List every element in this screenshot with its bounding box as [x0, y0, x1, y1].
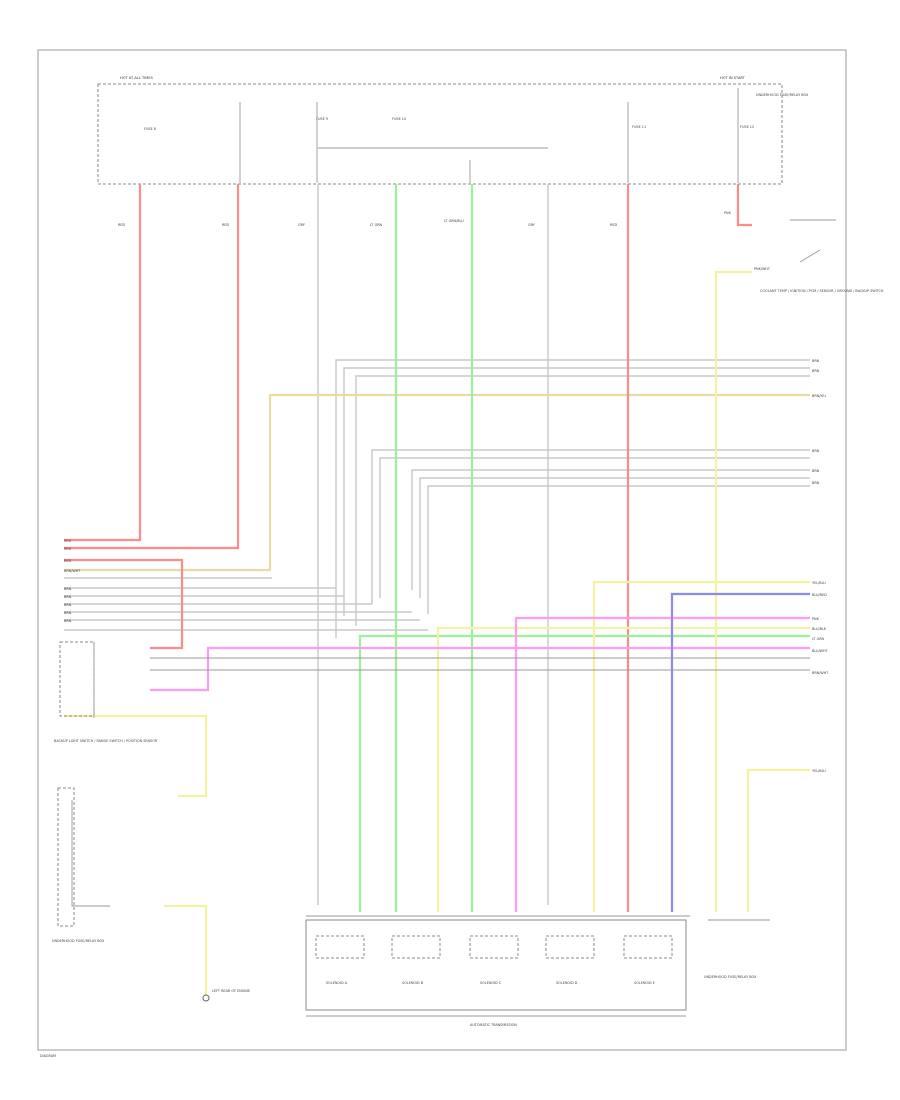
svg-text:LT GRN: LT GRN [370, 223, 383, 227]
solenoid-a: SOLENOID A [315, 935, 365, 985]
svg-text:BLU/BLK: BLU/BLK [812, 627, 827, 631]
svg-text:SOLENOID C: SOLENOID C [480, 981, 502, 985]
wire-blue [670, 592, 810, 912]
svg-text:BRN/WHT: BRN/WHT [64, 569, 81, 573]
right-wire-labels: PNK/WHT BRN BRN BRN/YEL BRN BRN BRN YEL/… [754, 267, 829, 773]
svg-text:BRN/YEL: BRN/YEL [812, 394, 827, 398]
solenoid-e: SOLENOID E [623, 935, 673, 985]
svg-text:BLU/WHT: BLU/WHT [812, 649, 829, 653]
svg-text:UNDERHOOD FUSE/RELAY BOX: UNDERHOOD FUSE/RELAY BOX [704, 975, 757, 979]
svg-text:BRN: BRN [64, 611, 72, 615]
svg-text:PNK: PNK [724, 211, 732, 215]
left-connector-labels: RED RED RED BRN/WHT BRN BRN BRN BRN BRN [64, 539, 81, 623]
svg-text:RED: RED [222, 223, 229, 227]
svg-text:AUTOMATIC TRANSMISSION: AUTOMATIC TRANSMISSION [470, 1023, 517, 1027]
svg-text:BRN: BRN [812, 449, 820, 453]
svg-text:BRN: BRN [64, 619, 72, 623]
svg-text:LT GRN/BLU: LT GRN/BLU [444, 219, 464, 223]
ground-point: LEFT REAR OF ENGINE [202, 989, 250, 1002]
svg-text:COOLANT TEMP / IGNITION / PCM: COOLANT TEMP / IGNITION / PCM / SENSOR /… [760, 289, 884, 293]
yellow-wires [64, 270, 810, 996]
top-wire-labels: RED RED GRY LT GRN LT GRN/BLU GRY RED PN… [118, 211, 732, 227]
magenta-wires [150, 616, 810, 912]
svg-text:RED: RED [610, 223, 617, 227]
svg-text:RED: RED [64, 547, 71, 551]
svg-text:SOLENOID E: SOLENOID E [634, 981, 655, 985]
svg-text:FUSE 11: FUSE 11 [632, 125, 646, 129]
svg-text:HOT IN START: HOT IN START [720, 76, 746, 80]
svg-text:BRN: BRN [812, 359, 820, 363]
diagram-border [37, 49, 847, 1051]
svg-text:BACKUP LIGHT SWITCH / RANGE SW: BACKUP LIGHT SWITCH / RANGE SWITCH / POS… [54, 739, 158, 743]
svg-text:SOLENOID B: SOLENOID B [402, 981, 424, 985]
svg-text:FUSE 10: FUSE 10 [392, 117, 406, 121]
svg-text:LT GRN: LT GRN [812, 637, 825, 641]
svg-text:BLU/RED: BLU/RED [812, 593, 827, 597]
svg-text:GRY: GRY [528, 223, 536, 227]
solenoid-d: SOLENOID D [545, 935, 595, 985]
svg-text:BRN: BRN [812, 481, 820, 485]
red-wires [64, 184, 752, 912]
svg-text:SOLENOID D: SOLENOID D [556, 981, 578, 985]
svg-text:UNDERHOOD FUSE/RELAY BOX: UNDERHOOD FUSE/RELAY BOX [52, 939, 105, 943]
gray-bus-wires [64, 184, 810, 905]
transmission-block: AUTOMATIC TRANSMISSION SOLENOID A SOLENO… [305, 915, 690, 1027]
svg-text:HOT AT ALL TIMES: HOT AT ALL TIMES [120, 76, 154, 80]
solenoid-c: SOLENOID C [469, 935, 519, 985]
svg-text:FUSE 9: FUSE 9 [316, 117, 328, 121]
svg-text:BRN: BRN [64, 587, 72, 591]
svg-text:BRN: BRN [64, 603, 72, 607]
svg-text:YEL/BLU: YEL/BLU [812, 581, 826, 585]
corner-tag: DIAGRAM [40, 1054, 56, 1058]
green-wires [358, 184, 810, 912]
left-fuse-box: UNDERHOOD FUSE/RELAY BOX [52, 787, 110, 943]
svg-text:BRN/WHT: BRN/WHT [812, 671, 829, 675]
svg-text:PNK/WHT: PNK/WHT [754, 267, 771, 271]
svg-text:SOLENOID A: SOLENOID A [326, 981, 348, 985]
svg-text:RED: RED [64, 539, 71, 543]
svg-text:RED: RED [118, 223, 125, 227]
svg-text:BRN: BRN [812, 369, 820, 373]
svg-text:UNDERHOOD FUSE/RELAY BOX: UNDERHOOD FUSE/RELAY BOX [756, 93, 809, 97]
solenoid-b: SOLENOID B [391, 935, 441, 985]
svg-text:FUSE 8: FUSE 8 [144, 127, 156, 131]
svg-text:BRN: BRN [64, 595, 72, 599]
top-fuse-relay-box: HOT AT ALL TIMES HOT IN START UNDERHOOD … [97, 76, 809, 185]
range-switch-module: BACKUP LIGHT SWITCH / RANGE SWITCH / POS… [54, 641, 158, 743]
right-bottom-connector: UNDERHOOD FUSE/RELAY BOX [704, 919, 770, 979]
svg-text:BRN: BRN [812, 469, 820, 473]
wire-tan [64, 393, 810, 572]
svg-text:LEFT REAR OF ENGINE: LEFT REAR OF ENGINE [212, 989, 250, 993]
svg-text:RED: RED [64, 559, 71, 563]
svg-text:PNK: PNK [812, 617, 820, 621]
coolant-temp-switch: COOLANT TEMP / IGNITION / PCM / SENSOR /… [760, 219, 884, 293]
svg-text:GRY: GRY [298, 223, 306, 227]
svg-text:FUSE 12: FUSE 12 [740, 125, 754, 129]
svg-text:YEL/BLU: YEL/BLU [812, 769, 826, 773]
